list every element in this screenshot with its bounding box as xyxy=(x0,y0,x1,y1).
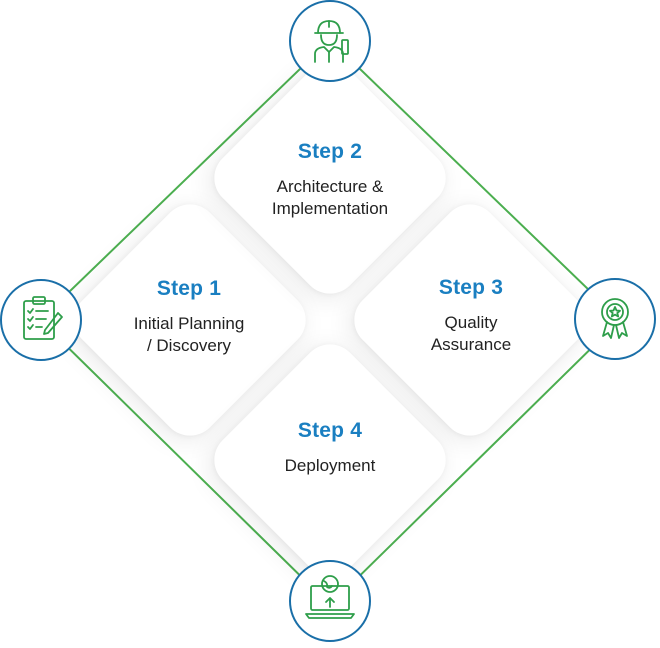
step-3-description: Quality Assurance xyxy=(430,313,512,354)
step-3-card: Step 3 Quality Assurance xyxy=(371,276,571,356)
award-badge-icon xyxy=(601,298,629,339)
step-4-description: Deployment xyxy=(284,456,376,475)
step-1-card: Step 1 Initial Planning / Discovery xyxy=(89,277,289,357)
engineer-icon xyxy=(314,20,349,63)
clipboard-checklist-icon xyxy=(23,296,63,340)
step-2-card: Step 2 Architecture & Implementation xyxy=(230,140,430,220)
step-2-description: Architecture & Implementation xyxy=(271,177,389,218)
step-4-card: Step 4 Deployment xyxy=(230,419,430,477)
step-3-title: Step 3 xyxy=(438,276,504,299)
step-2-node xyxy=(289,0,371,82)
step-4-title: Step 4 xyxy=(297,419,363,442)
step-1-title: Step 1 xyxy=(156,277,222,300)
laptop-globe-upload-icon xyxy=(305,575,355,619)
step-3-node xyxy=(574,278,656,360)
step-4-node xyxy=(289,560,371,642)
step-1-node xyxy=(0,279,82,361)
step-2-title: Step 2 xyxy=(297,140,363,163)
step-1-description: Initial Planning / Discovery xyxy=(133,314,245,355)
